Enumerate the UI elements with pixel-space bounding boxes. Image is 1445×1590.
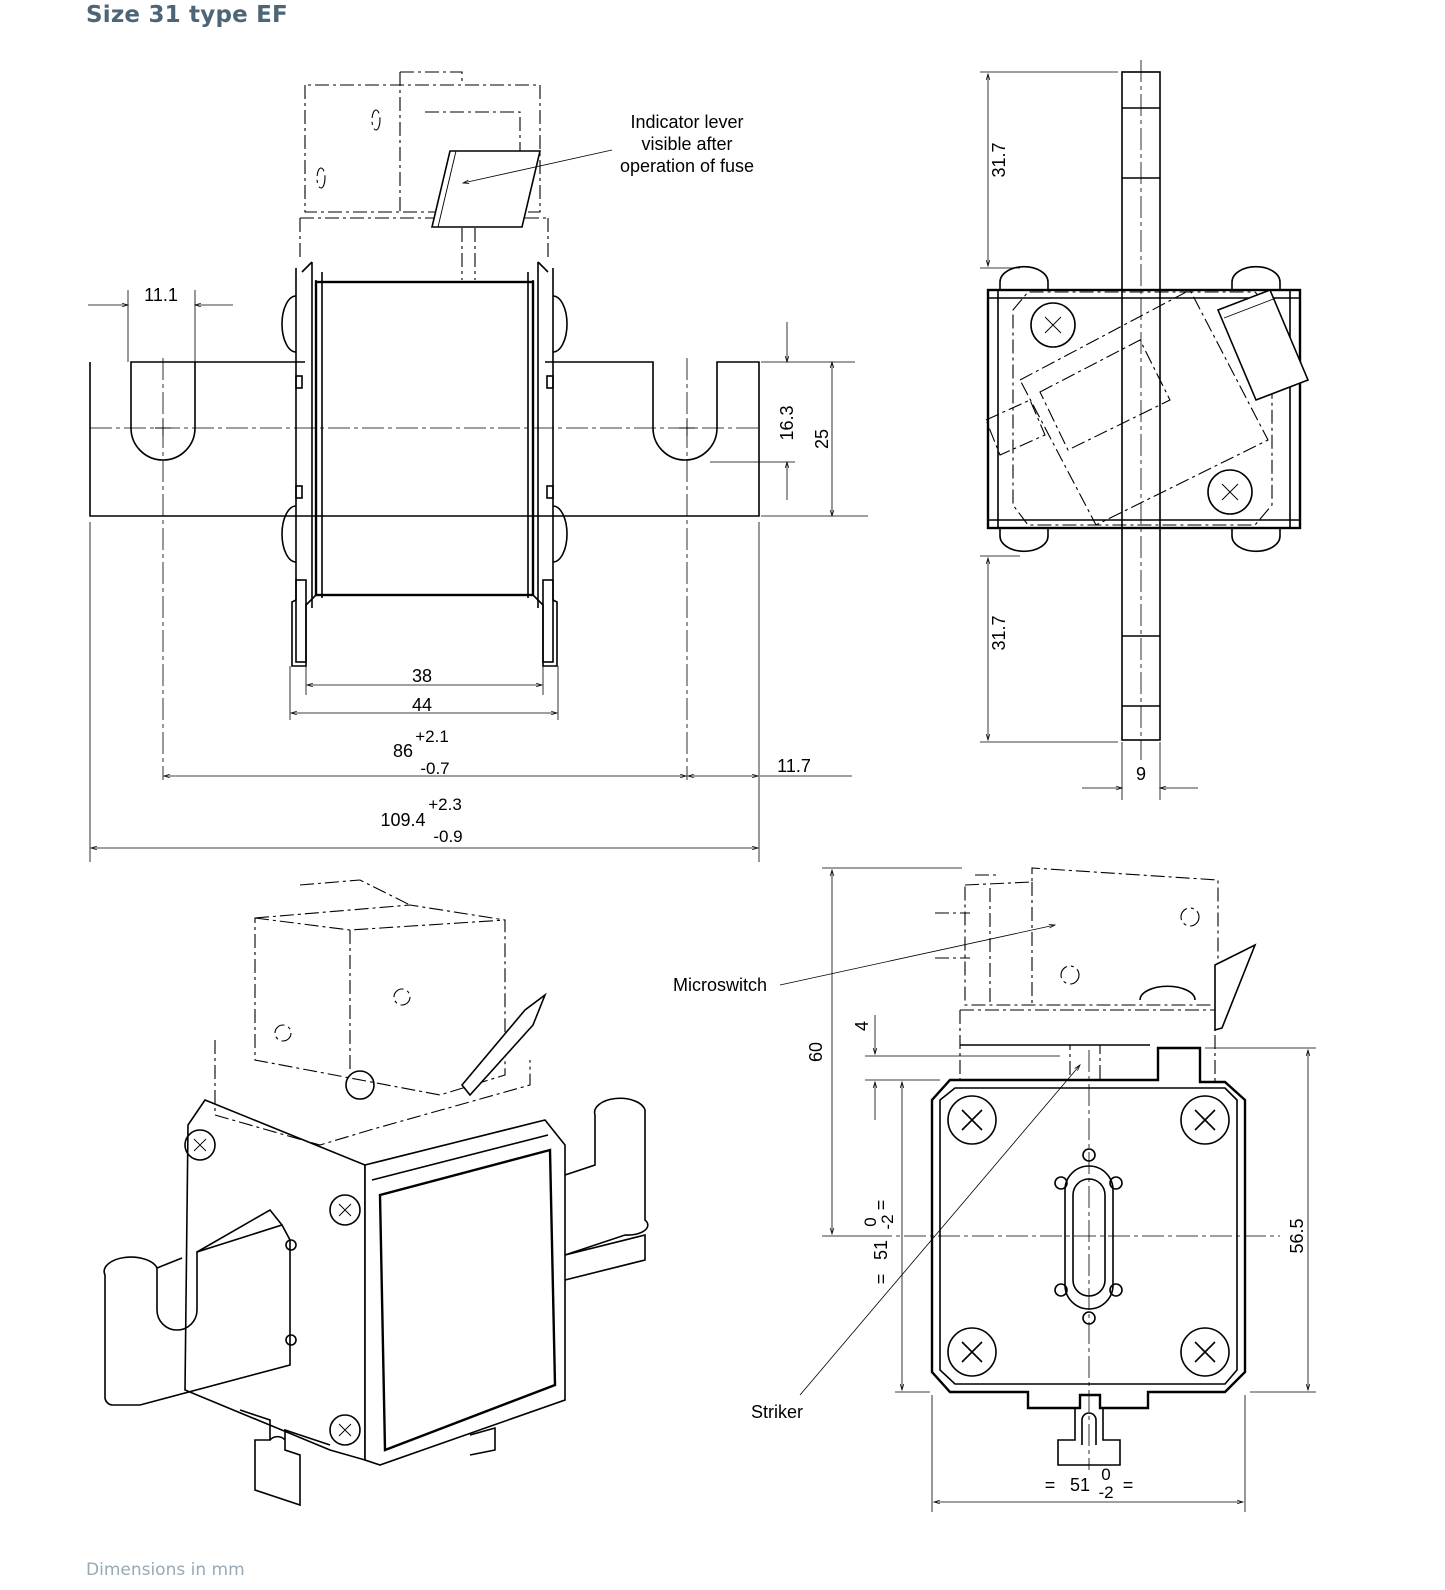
dim-109-upper-tol: +2.3 [428, 795, 462, 814]
dim-44: 44 [412, 695, 432, 715]
dim-51-vertical-lower-tol: -2 [878, 1214, 897, 1229]
dim-86-lower-tol: -0.7 [420, 759, 449, 778]
striker-label: Striker [751, 1402, 803, 1422]
indicator-lever [430, 150, 542, 228]
dim-51-horizontal-lower-tol: -2 [1098, 1483, 1113, 1502]
dim-109-4: 109.4 [380, 810, 425, 830]
dim-38: 38 [412, 666, 432, 686]
top-view [779, 867, 1280, 1470]
dim-9: 9 [1136, 764, 1146, 784]
side-view [985, 60, 1310, 760]
dim-51-horizontal-upper-tol: 0 [1101, 1465, 1110, 1484]
callout-labels: Indicator lever visible after operation … [620, 112, 803, 1422]
dim-16-3: 16.3 [777, 405, 797, 440]
indicator-label-line2: visible after [641, 134, 732, 154]
dim-86: 86 [393, 741, 413, 761]
dim-31-7-bottom: 31.7 [989, 615, 1009, 650]
dim-25: 25 [812, 429, 832, 449]
dim-51-vertical: 51 [871, 1240, 891, 1260]
dim-56-5: 56.5 [1287, 1218, 1307, 1253]
dim-51-vertical-eq-left: = [871, 1274, 891, 1285]
fuse-body [314, 280, 535, 597]
indicator-label-line3: operation of fuse [620, 156, 754, 176]
dim-11-1: 11.1 [144, 285, 178, 305]
dim-51-horizontal: 51 [1070, 1475, 1090, 1495]
dim-60: 60 [806, 1042, 826, 1062]
dim-51-vertical-upper-tol: 0 [861, 1217, 880, 1226]
dim-51-vertical-eq-right: = [871, 1200, 891, 1211]
page-title: Size 31 type EF [86, 2, 288, 28]
dimension-values: 11.1 16.3 25 38 44 86 +2.1 -0.7 11.7 109… [144, 142, 1307, 1502]
top-view-dimensions [822, 867, 1316, 1512]
dim-86-upper-tol: +2.1 [415, 727, 449, 746]
dim-51-horizontal-eq-right: = [1123, 1475, 1134, 1495]
isometric-view [103, 879, 649, 1507]
side-view-dimensions [980, 71, 1198, 800]
indicator-label-line1: Indicator lever [630, 112, 743, 132]
dim-4: 4 [852, 1021, 872, 1031]
front-view-dimensions [88, 290, 868, 862]
front-view [89, 71, 760, 780]
dim-11-7: 11.7 [777, 756, 811, 776]
dim-109-lower-tol: -0.9 [433, 827, 462, 846]
dim-51-horizontal-eq-left: = [1045, 1475, 1056, 1495]
dimensions-note: Dimensions in mm [86, 1560, 245, 1580]
dim-31-7-top: 31.7 [989, 142, 1009, 177]
microswitch-label: Microswitch [673, 975, 767, 995]
